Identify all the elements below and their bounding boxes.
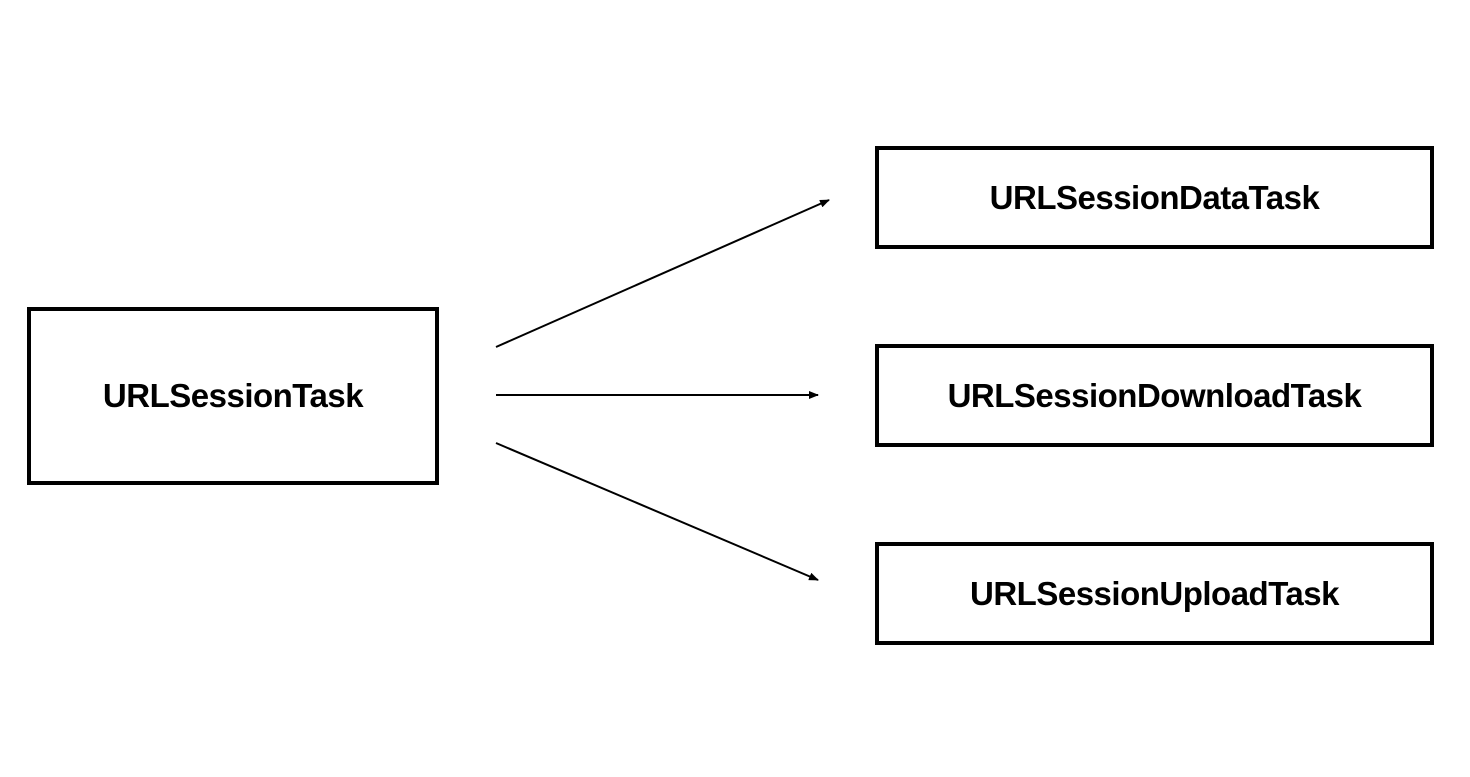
urlsessiontask-box: URLSessionTask xyxy=(27,307,439,485)
urlsessiondatatask-label: URLSessionDataTask xyxy=(989,178,1320,216)
urlsessionuploadtask-box: URLSessionUploadTask xyxy=(875,542,1434,645)
urlsessiondownloadtask-box: URLSessionDownloadTask xyxy=(875,344,1434,447)
urlsessionuploadtask-label: URLSessionUploadTask xyxy=(970,574,1339,612)
urlsessiondatatask-box: URLSessionDataTask xyxy=(875,146,1434,249)
arrow-to-data-task xyxy=(495,199,830,348)
arrow-to-upload-task xyxy=(495,442,819,581)
urlsessiontask-label: URLSessionTask xyxy=(102,377,364,414)
urlsessiondownloadtask-label: URLSessionDownloadTask xyxy=(947,376,1362,414)
